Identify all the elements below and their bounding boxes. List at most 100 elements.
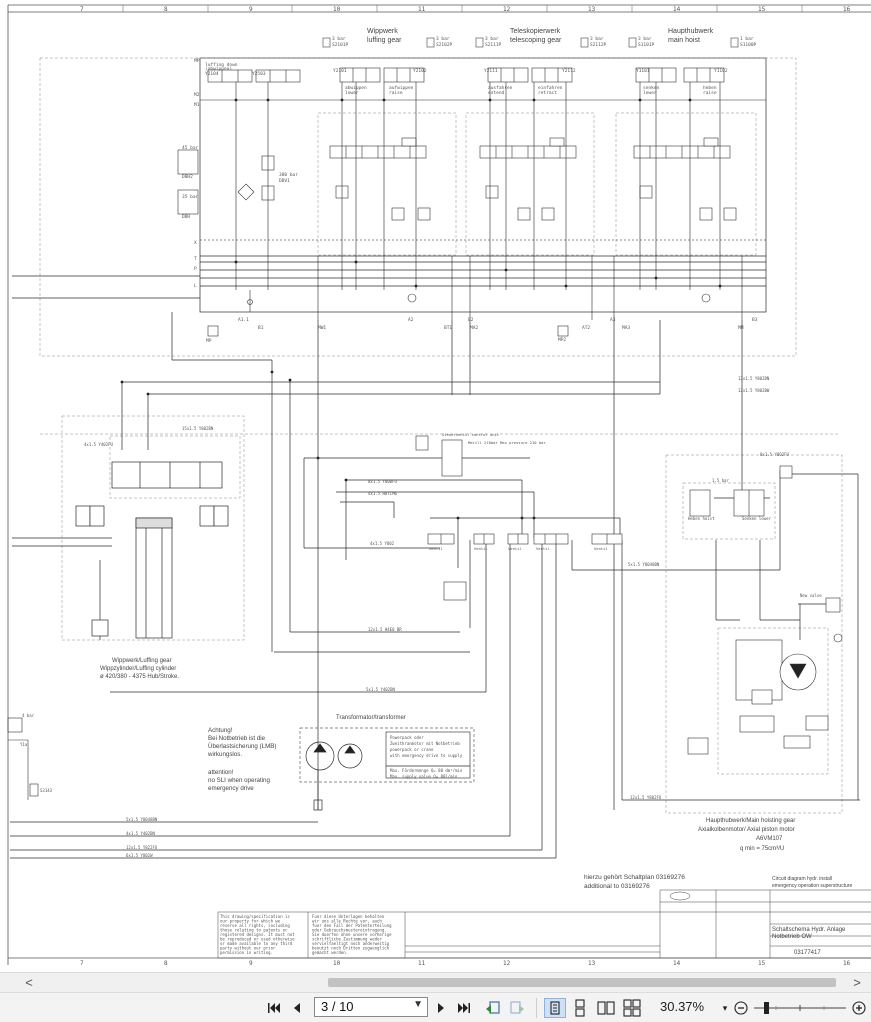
luffing-cylinder [75,461,229,639]
bottom-ruler-numbers: 7 8 9 10 11 12 13 14 15 16 [80,960,851,967]
svg-text:aufwippen: aufwippen [389,85,414,91]
header-haupthubwerk: Haupthubwerk [668,28,714,35]
zoom-out-button[interactable] [733,999,749,1017]
svg-text:party without our prior: party without our prior [220,946,276,951]
hoist-valve-section [687,465,843,755]
svg-text:DBV1: DBV1 [279,178,290,184]
svg-text:A6VM107: A6VM107 [756,836,783,842]
next-page-button[interactable] [434,999,448,1017]
continuous-facing-view-button[interactable] [622,999,642,1017]
document-viewport[interactable]: 7 8 9 10 11 12 13 14 15 16 7 8 9 10 11 1… [0,0,871,972]
svg-text:raise: raise [703,90,717,96]
svg-text:9: 9 [249,960,253,967]
svg-text:extend: extend [488,90,505,96]
svg-text:14: 14 [673,960,681,967]
svg-text:12x1.5 Y802FU: 12x1.5 Y802FU [630,795,662,800]
svg-text:heben: heben [703,85,717,91]
go-back-icon [486,1001,500,1014]
svg-text:Transformator/transformer: Transformator/transformer [336,715,406,721]
svg-text:or made available to any third: or made available to any third [220,941,293,946]
block-dots [234,98,722,288]
svg-text:12x1.5 Y802BW: 12x1.5 Y802BW [738,388,770,393]
go-back-button[interactable] [484,999,502,1017]
hoist-labels: 1.5 bar Heben hoist Senken lower New val… [688,478,822,598]
svg-text:ø 420/380 - 4375 Hub/Stroke.: ø 420/380 - 4375 Hub/Stroke. [100,674,179,680]
svg-text:Y1102: Y1102 [714,68,728,74]
svg-text:13: 13 [588,960,596,967]
scroll-right-arrow[interactable]: > [853,975,861,990]
svg-text:wirkungslos.: wirkungslos. [207,751,242,758]
svg-text:retract: retract [538,90,557,96]
zoom-in-button[interactable] [851,999,867,1017]
first-page-button[interactable] [266,999,282,1017]
document-toolbar: 3 / 10 ▼ 30.37% ▾ [0,992,871,1022]
svg-text:Y2102: Y2102 [413,68,427,74]
svg-text:reserve all rights, including: reserve all rights, including [220,923,290,928]
continuous-facing-icon [623,999,641,1017]
svg-text:Y2111: Y2111 [484,68,498,74]
svg-text:12: 12 [503,960,511,967]
svg-text:Überlastsicherung (LMB): Überlastsicherung (LMB) [208,743,276,750]
valve-labels-top: luffing down (abwippen) Y2104 Y2503 Y210… [205,62,728,96]
col-16: 16 [843,6,851,13]
flow-symbols [247,293,711,305]
previous-page-button[interactable] [290,999,304,1017]
svg-text:S3143: S3143 [40,788,53,793]
svg-text:luffing down: luffing down [205,62,238,68]
svg-text:additional to 03169276: additional to 03169276 [584,883,650,890]
svg-text:Powerpack oder: Powerpack oder [390,735,424,740]
header-luffing-gear: luffing gear [367,37,402,44]
horizontal-scrollbar[interactable]: < > [0,972,871,993]
svg-text:Y2112: Y2112 [562,68,576,74]
svg-text:S1101P: S1101P [638,42,655,48]
col-13: 13 [588,6,596,13]
svg-text:5x1.5 Y8048BN: 5x1.5 Y8048BN [628,562,660,567]
svg-text:A1.1: A1.1 [238,317,249,323]
go-forward-button[interactable] [508,999,526,1017]
svg-text:Ventil: Ventil [508,546,522,551]
svg-text:5x1.5 Y8048BN: 5x1.5 Y8048BN [126,817,158,822]
main-valve-block [199,57,767,313]
header-wippwerk: Wippwerk [367,28,398,35]
warning-text: Achtung! Bei Notbetrieb ist die Überlast… [207,727,276,792]
svg-text:15: 15 [758,960,766,967]
zoom-dropdown-icon[interactable]: ▾ [722,1003,728,1013]
svg-text:Ventil: Ventil [594,546,608,551]
svg-text:be reproduced or used otherwis: be reproduced or used otherwise [220,937,295,942]
continuous-view-button[interactable] [570,999,590,1017]
port-labels: MP A1.1 MW1 B1 BT1 A2 B2 MA2 MP2 AT2 A3 … [206,317,758,344]
svg-text:MA3: MA3 [622,325,630,331]
svg-text:MM: MM [738,325,744,331]
svg-text:Axialkolbenmotor/ Axial piston: Axialkolbenmotor/ Axial piston motor [698,827,795,833]
svg-text:4x1.5 Y402BN: 4x1.5 Y402BN [126,831,155,836]
section-headers: Wippwerk luffing gear Teleskopierwerk te… [367,28,714,44]
scrollbar-thumb[interactable] [328,978,836,987]
solenoid-labels: Ventil Ventil Ventil Ventil Ventil Steue… [429,432,608,551]
svg-text:Achtung!: Achtung! [208,727,233,734]
svg-text:gemacht werden.: gemacht werden. [312,950,348,955]
scroll-left-arrow[interactable]: < [25,975,33,990]
page-number-value[interactable]: 3 / 10 [321,999,354,1014]
svg-text:emergency drive: emergency drive [208,785,254,792]
page-dropdown-icon[interactable]: ▼ [413,999,423,1010]
page-number-field[interactable]: 3 / 10 ▼ [314,997,428,1017]
zoom-level[interactable]: 30.37% [660,999,705,1014]
top-ruler-numbers: 7 8 9 10 11 12 13 14 15 16 [80,6,851,13]
cable-labels: 15x1.5 Y802BN 8x1.5 Y800FU 4x1.5 H8TCM6 … [84,376,789,858]
svg-text:DBH2: DBH2 [182,174,193,180]
col-7: 7 [80,6,84,13]
svg-text:Zweitkranmotor mit Notbetrieb: Zweitkranmotor mit Notbetrieb [390,741,460,746]
svg-text:8x1.5 Y800FU: 8x1.5 Y800FU [368,479,397,484]
block-pressure-lines [12,239,766,299]
zoom-slider[interactable] [752,999,848,1017]
next-page-icon [438,1003,444,1013]
last-page-button[interactable] [456,999,472,1017]
single-page-view-button[interactable] [544,998,566,1018]
col-11: 11 [418,6,426,13]
svg-text:Senken lower: Senken lower [742,516,771,521]
svg-text:Y2101: Y2101 [333,68,347,74]
svg-text:03177417: 03177417 [794,950,821,956]
facing-view-button[interactable] [596,999,616,1017]
last-page-icon [458,1003,470,1013]
hydraulic-circuit-diagram: 7 8 9 10 11 12 13 14 15 16 7 8 9 10 11 1… [7,4,871,967]
